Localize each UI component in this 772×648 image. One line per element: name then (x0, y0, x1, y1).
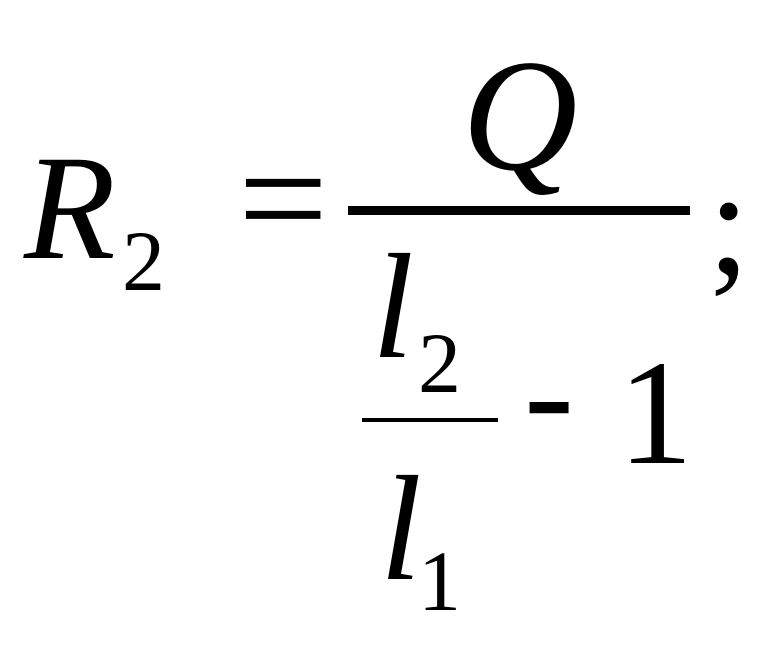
inner-denominator-subscript: 1 (418, 533, 461, 629)
inner-numerator-variable: l (372, 224, 414, 390)
main-fraction-bar (348, 206, 690, 215)
semicolon: ; (708, 140, 750, 306)
inner-denominator-variable: l (380, 446, 422, 612)
lhs-subscript: 2 (122, 213, 165, 309)
inner-numerator-subscript: 2 (418, 315, 461, 411)
lhs-variable: R (24, 125, 116, 291)
fraction-numerator: Q (462, 26, 578, 204)
minus-sign: - (524, 310, 574, 476)
constant-one: 1 (618, 330, 693, 496)
inner-fraction-bar (362, 418, 498, 422)
equals-sign: = (238, 109, 329, 287)
